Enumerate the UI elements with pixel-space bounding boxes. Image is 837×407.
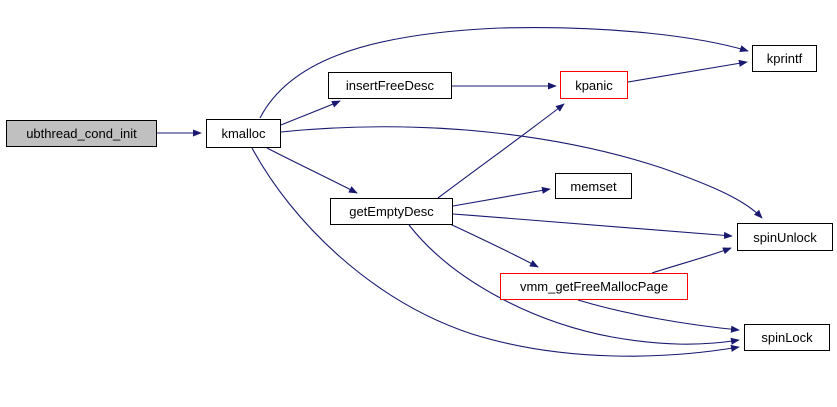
edge-getEmptyDesc-vmm_getFreeMallocPage (449, 223, 539, 268)
node-vmm_getFreeMallocPage[interactable]: vmm_getFreeMallocPage (500, 273, 688, 300)
node-kpanic[interactable]: kpanic (560, 71, 628, 99)
edge-kmalloc-getEmptyDesc (266, 147, 358, 194)
edge-vmm_getFreeMallocPage-spinLock (577, 299, 740, 333)
node-memset[interactable]: memset (555, 173, 632, 199)
edge-kmalloc-insertFreeDesc (280, 100, 341, 126)
edge-getEmptyDesc-kpanic (437, 103, 565, 199)
node-ubthread_cond_init: ubthread_cond_init (6, 120, 157, 147)
edge-kmalloc-kprintf (259, 27, 749, 119)
edge-kmalloc-spinUnlock (280, 126, 763, 219)
edge-getEmptyDesc-spinLock (408, 224, 740, 345)
node-getEmptyDesc[interactable]: getEmptyDesc (330, 198, 453, 225)
edge-kmalloc-spinLock (251, 147, 740, 357)
node-spinLock[interactable]: spinLock (744, 324, 830, 351)
node-kprintf[interactable]: kprintf (752, 45, 817, 72)
edge-getEmptyDesc-memset (452, 186, 551, 207)
node-kmalloc[interactable]: kmalloc (206, 119, 281, 148)
node-insertFreeDesc[interactable]: insertFreeDesc (328, 72, 452, 99)
edge-getEmptyDesc-spinUnlock (452, 213, 733, 239)
node-spinUnlock[interactable]: spinUnlock (737, 223, 833, 251)
edge-vmm_getFreeMallocPage-spinUnlock (651, 247, 732, 274)
edge-kpanic-kprintf (627, 59, 748, 83)
